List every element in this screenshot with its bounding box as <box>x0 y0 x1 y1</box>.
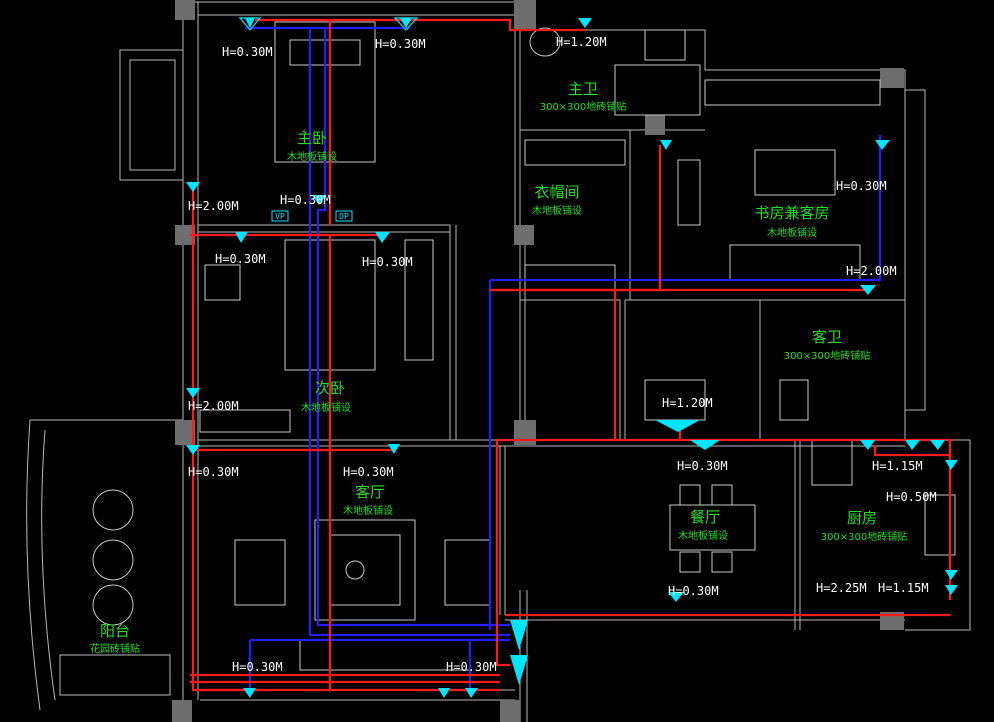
room-study-floor: 木地板铺设 <box>767 226 817 239</box>
room-study-name: 书房兼客房 <box>754 204 829 222</box>
height-label: H=0.30M <box>232 660 283 674</box>
socket-icon <box>186 388 200 398</box>
room-kitchen-floor: 300×300地砖铺贴 <box>821 530 908 543</box>
room-second-bedroom-floor: 木地板铺设 <box>301 401 351 414</box>
socket-icon <box>945 585 958 595</box>
room-master-bedroom-name: 主卧 <box>297 129 327 147</box>
socket-icon <box>312 195 326 205</box>
height-label: H=0.30M <box>836 179 887 193</box>
room-master-bedroom-floor: 木地板铺设 <box>287 150 337 163</box>
height-label: H=1.15M <box>872 459 923 473</box>
socket-icon <box>860 285 876 295</box>
room-dining-room-name: 餐厅 <box>690 508 720 526</box>
height-label: H=1.15M <box>878 581 929 595</box>
height-label: H=0.30M <box>188 465 239 479</box>
wall-columns <box>172 0 904 722</box>
socket-icon <box>438 688 450 698</box>
dp-tag: DP <box>335 210 353 222</box>
sockets <box>186 17 958 698</box>
socket-icon <box>690 440 720 450</box>
height-label: H=0.30M <box>343 465 394 479</box>
socket-icon <box>875 140 890 150</box>
blue-wiring <box>245 26 882 690</box>
socket-icon <box>375 232 390 243</box>
room-balcony-floor: 花园砖铺贴 <box>90 642 140 655</box>
socket-icon <box>945 570 958 580</box>
height-label: H=1.20M <box>662 396 713 410</box>
socket-icon <box>238 17 262 31</box>
room-kitchen-name: 厨房 <box>847 509 877 527</box>
room-balcony-name: 阳台 <box>100 622 130 640</box>
height-label: H=0.30M <box>446 660 497 674</box>
room-guest-bath-floor: 300×300地砖铺贴 <box>784 349 871 362</box>
socket-icon <box>186 445 200 455</box>
height-label: H=0.30M <box>362 255 413 269</box>
svg-text:DP: DP <box>339 212 349 221</box>
height-label: H=0.30M <box>215 252 266 266</box>
socket-icon <box>905 440 920 450</box>
room-master-bath-name: 主卫 <box>568 80 598 98</box>
height-label: H=0.30M <box>222 45 273 59</box>
height-label: H=0.30M <box>668 584 719 598</box>
socket-icon <box>465 688 478 698</box>
room-dining-room-floor: 木地板铺设 <box>678 529 728 542</box>
furniture <box>92 21 956 671</box>
height-label: H=2.00M <box>846 264 897 278</box>
height-label: H=1.20M <box>556 35 607 49</box>
room-guest-bath-name: 客卫 <box>812 328 842 346</box>
socket-icon <box>945 460 958 470</box>
room-closet-name: 衣帽间 <box>534 183 579 201</box>
height-label: H=2.00M <box>188 199 239 213</box>
socket-icon <box>186 182 200 192</box>
room-living-room-floor: 木地板铺设 <box>343 504 393 517</box>
socket-icon <box>510 620 528 650</box>
height-label: H=2.25M <box>816 581 867 595</box>
room-labels: 主卧 木地板铺设 主卫 300×300地砖铺贴 衣帽间 木地板铺设 书房兼客房 … <box>90 80 907 655</box>
height-labels: H=0.30M H=0.30M H=1.20M H=2.00M H=0.30M … <box>188 35 937 674</box>
socket-icon <box>578 18 592 28</box>
socket-icon <box>655 420 700 432</box>
room-closet-floor: 木地板铺设 <box>532 204 582 217</box>
socket-icon <box>388 444 400 454</box>
height-label: H=2.00M <box>188 399 239 413</box>
socket-icon <box>660 140 672 150</box>
height-label: H=0.50M <box>886 490 937 504</box>
socket-icon <box>510 655 528 685</box>
height-label: H=0.30M <box>677 459 728 473</box>
red-wiring <box>190 18 952 692</box>
socket-icon <box>860 440 875 450</box>
height-label: H=0.30M <box>375 37 426 51</box>
room-living-room-name: 客厅 <box>355 483 385 501</box>
socket-icon <box>668 592 684 602</box>
room-second-bedroom-name: 次卧 <box>315 379 345 397</box>
height-label: H=0.30M <box>280 193 331 207</box>
socket-icon <box>243 688 256 698</box>
walls <box>26 1 971 722</box>
room-master-bath-floor: 300×300地砖铺贴 <box>540 100 627 113</box>
vp-tag: VP <box>271 210 289 222</box>
socket-icon <box>235 232 248 243</box>
socket-icon <box>930 440 945 450</box>
socket-icon <box>393 17 419 31</box>
svg-text:VP: VP <box>275 212 285 221</box>
